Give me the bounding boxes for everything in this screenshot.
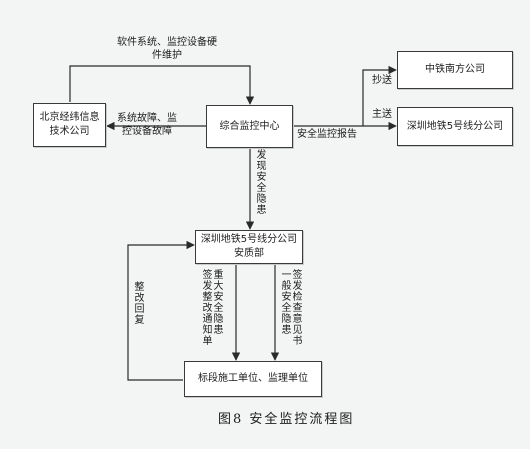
label-found-hazard: 发现安全隐患 (256, 150, 267, 216)
label-copy: 抄送 (372, 75, 392, 86)
vertical-text: 签发整改通知单 (202, 270, 213, 347)
node-line5: 深圳地铁5号线分公司 (397, 107, 513, 146)
vertical-text: 重大安全隐患 (213, 270, 224, 336)
edge-software-maint (69, 65, 255, 105)
edge-copy (362, 65, 397, 126)
label-general-hazard: 一般安全隐患签发检查意见书 (281, 270, 303, 347)
node-construction: 标段施工单位、监理单位 (184, 361, 322, 397)
node-safety-dept: 深圳地铁5号线分公司 安质部 (195, 230, 303, 264)
label-rectify-reply: 整改回复 (134, 282, 145, 326)
node-beijing: 北京经纬信息 技术公司 (33, 103, 106, 147)
node-center: 综合监控中心 (206, 105, 293, 148)
vertical-text: 整改回复 (134, 282, 145, 326)
label-send: 主送 (372, 109, 392, 120)
label-fault: 系统故障、监 控设备故障 (117, 113, 177, 137)
edge-rectify-reply (127, 240, 195, 381)
label-major-hazard: 签发整改通知单重大安全隐患 (202, 270, 224, 347)
label-software-maint: 软件系统、监控设备硬 件维护 (117, 37, 217, 61)
vertical-text: 签发检查意见书 (292, 270, 303, 347)
figure-caption: 图8 安全监控流程图 (218, 412, 355, 427)
node-crsc: 中铁南方公司 (397, 51, 513, 89)
vertical-text: 发现安全隐患 (256, 150, 267, 216)
label-safety-report: 安全监控报告 (297, 129, 357, 140)
vertical-text: 一般安全隐患 (281, 270, 292, 336)
